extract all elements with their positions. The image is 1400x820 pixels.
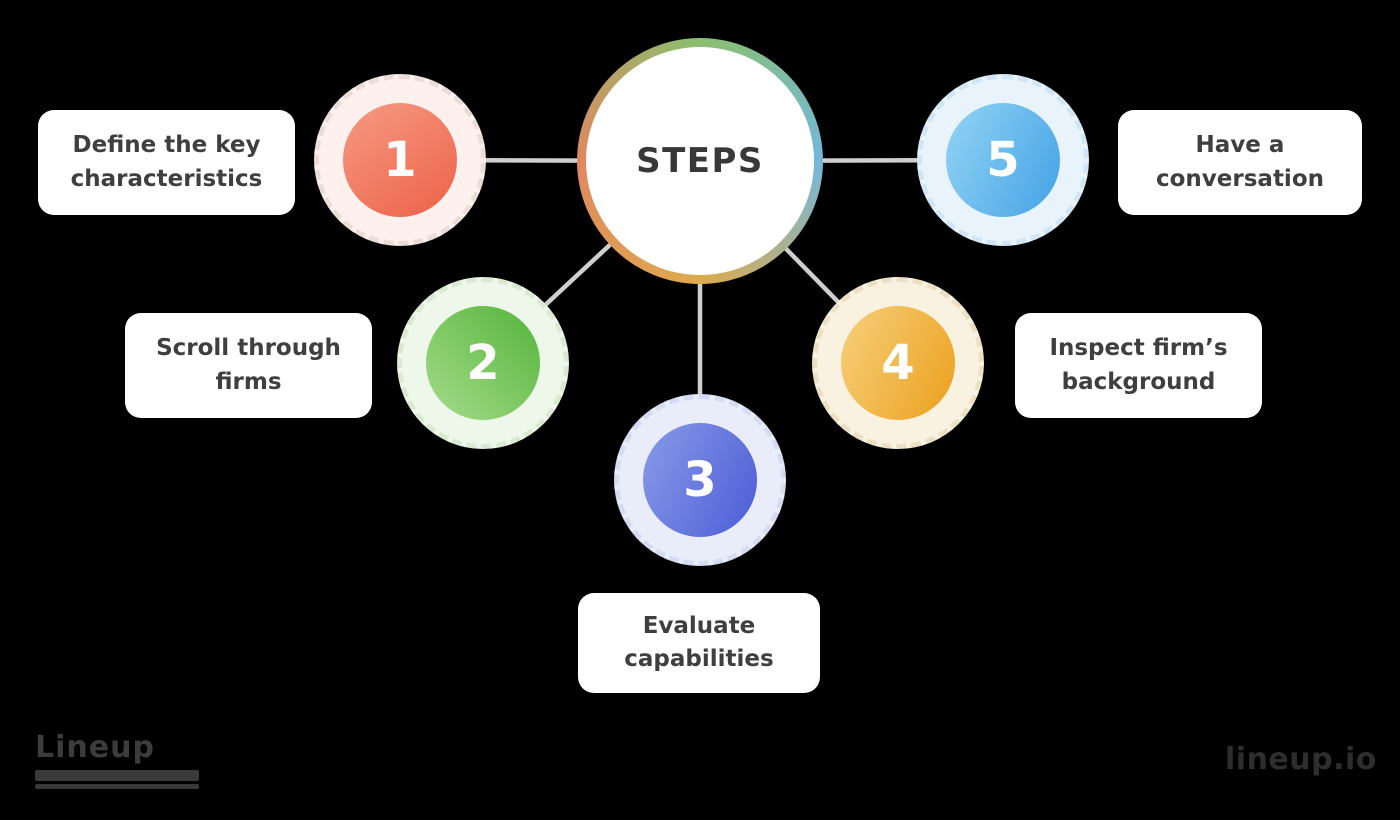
step-circle-2: 2 <box>397 277 569 449</box>
step-number-1: 1 <box>383 132 417 188</box>
central-steps-circle: STEPS <box>577 38 823 284</box>
step-circle-1-inner: 1 <box>343 103 457 217</box>
step-circle-3: 3 <box>614 394 786 566</box>
central-steps-title: STEPS <box>636 141 764 181</box>
step-circle-1: 1 <box>314 74 486 246</box>
step-label-2: Scroll through firms <box>125 313 372 418</box>
step-number-5: 5 <box>986 132 1020 188</box>
step-number-3: 3 <box>683 452 717 508</box>
step-label-5-line1: Have a <box>1195 132 1285 159</box>
step-circle-2-inner: 2 <box>426 306 540 420</box>
step-label-4-line2: background <box>1061 368 1216 395</box>
brand-url-text: lineup.io <box>1225 742 1377 777</box>
brand-tagline-bar <box>35 770 199 781</box>
step-label-4-line1: Inspect firm’s <box>1049 335 1228 362</box>
step-label-1: Define the key characteristics <box>38 110 295 215</box>
step-label-3: Evaluate capabilities <box>578 593 820 693</box>
step-label-3-line2: capabilities <box>624 646 774 672</box>
step-label-2-line2: firms <box>215 368 282 395</box>
step-circle-4: 4 <box>812 277 984 449</box>
step-number-2: 2 <box>466 335 500 391</box>
step-label-2-line1: Scroll through <box>156 335 341 362</box>
brand-underline-bar <box>35 784 199 789</box>
step-label-4: Inspect firm’s background <box>1015 313 1262 418</box>
step-circle-5: 5 <box>917 74 1089 246</box>
step-label-3-line1: Evaluate <box>642 612 756 639</box>
step-circle-5-inner: 5 <box>946 103 1060 217</box>
step-number-4: 4 <box>881 335 915 391</box>
central-circle-fill <box>586 47 814 275</box>
brand-logo-block: Lineup <box>35 730 199 789</box>
step-label-1-line2: characteristics <box>70 165 263 192</box>
step-label-5: Have a conversation <box>1118 110 1362 215</box>
step-circle-4-inner: 4 <box>841 306 955 420</box>
brand-logo-text: Lineup <box>35 730 155 765</box>
step-circle-3-inner: 3 <box>643 423 757 537</box>
step-label-1-line1: Define the key <box>72 132 261 159</box>
step-label-5-line2: conversation <box>1155 165 1324 192</box>
